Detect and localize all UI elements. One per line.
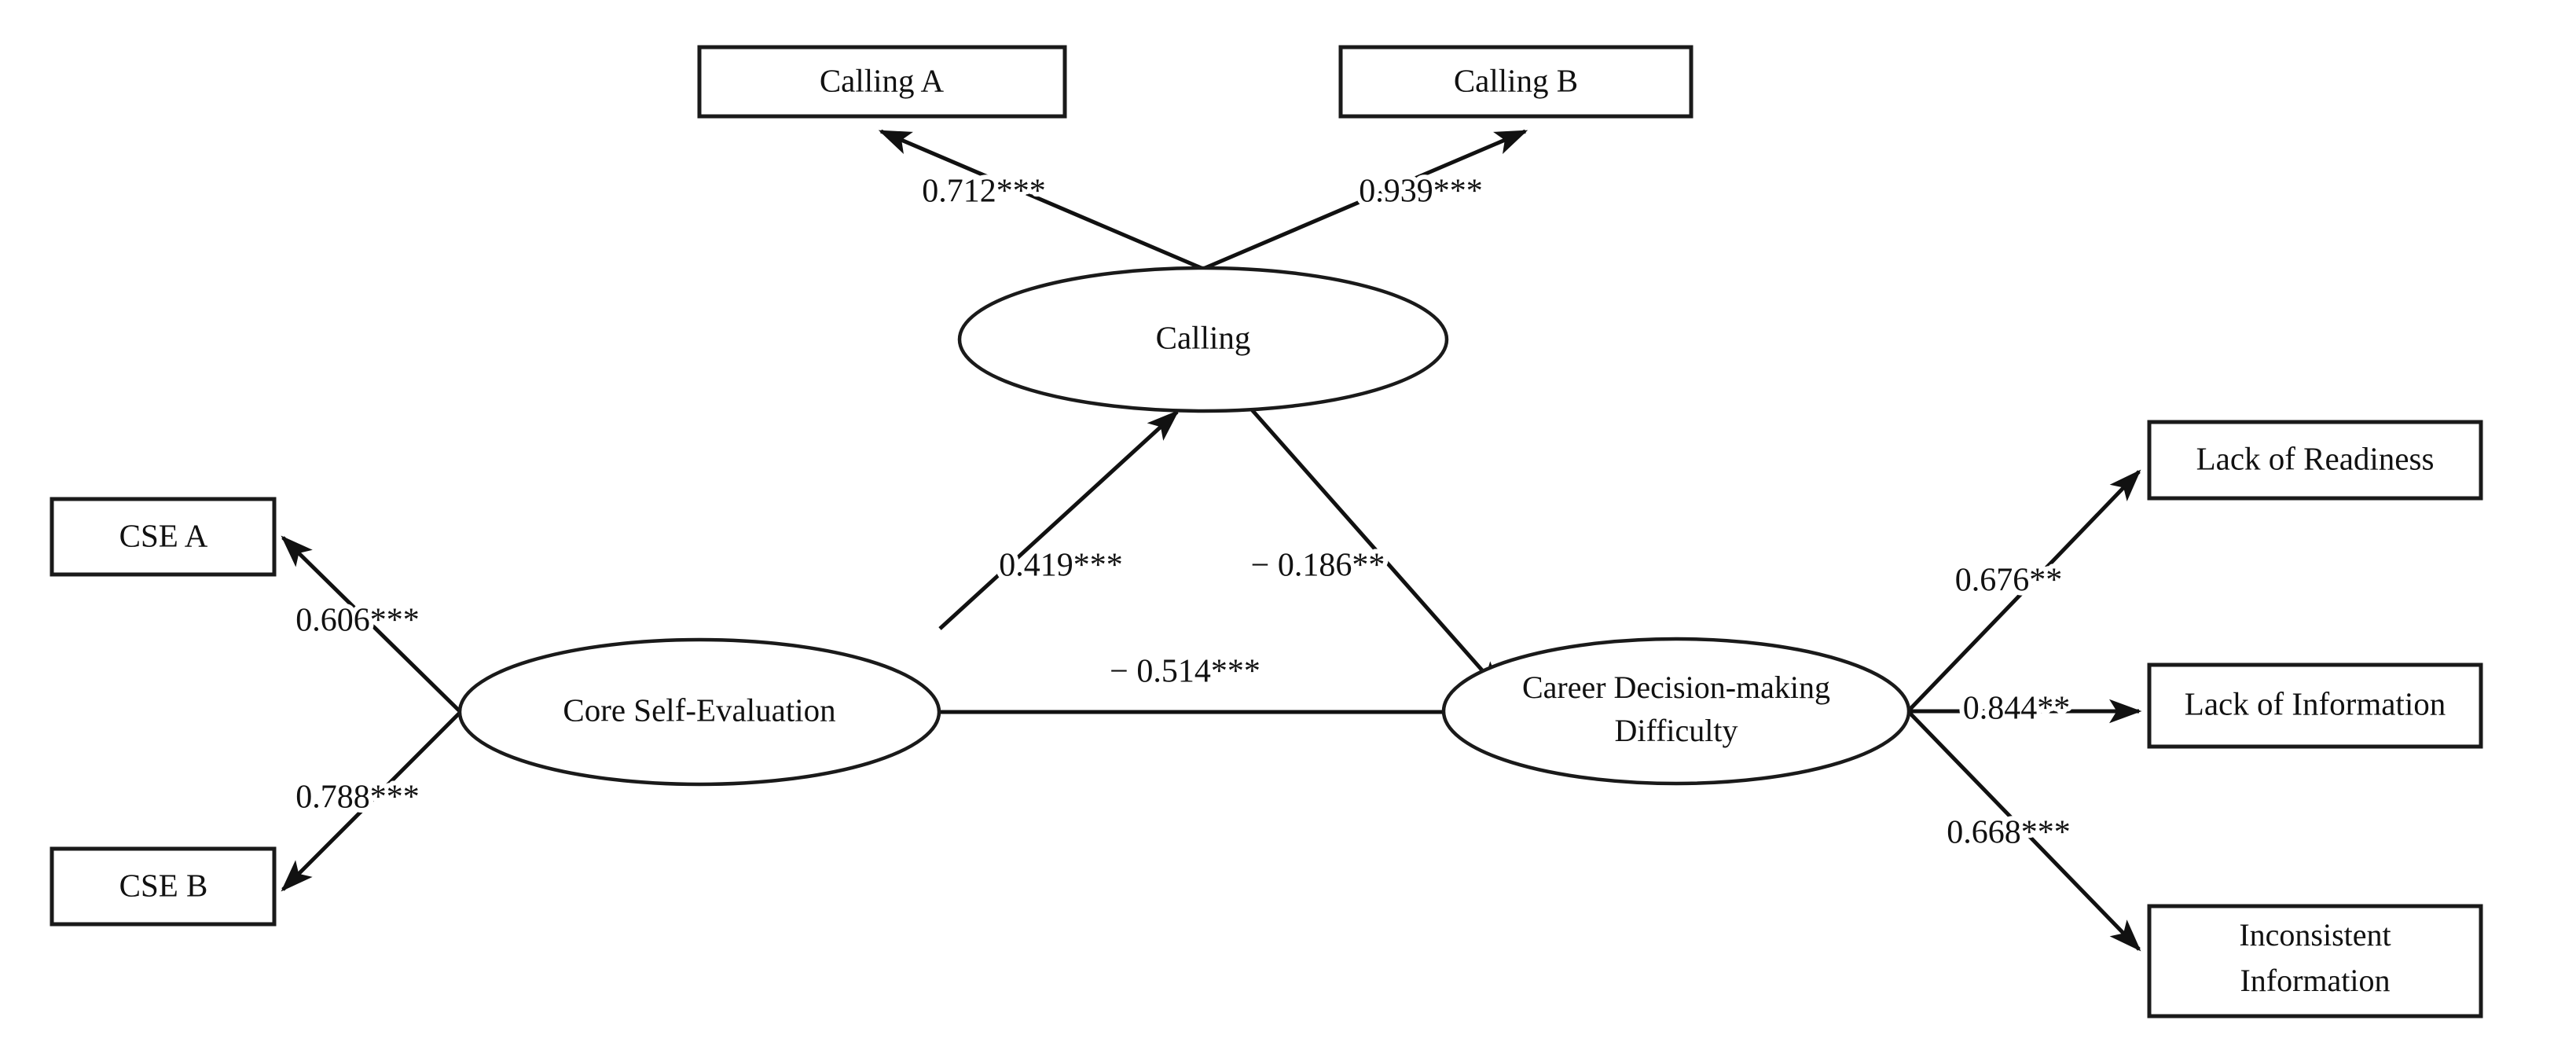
- path-line-cse-to-calling: [938, 409, 1180, 630]
- node-core-self-evaluation[interactable]: Core Self-Evaluation: [457, 637, 941, 787]
- node-core-self-evaluation-label: Core Self-Evaluation: [563, 692, 835, 728]
- coef-cse-to-cdmd-text: − 0.514***: [1110, 654, 1260, 690]
- path-line-calling-to-calling-a: [878, 129, 1204, 271]
- coef-calling-to-calling-b: 0.939*** 0.939***: [1354, 169, 1488, 215]
- node-calling-latent-label: Calling: [1156, 319, 1251, 355]
- coef-calling-to-calling-b-text: 0.939***: [1359, 174, 1483, 210]
- path-line-cdmd-to-lack-readiness: [1906, 469, 2141, 713]
- node-inconsistent-information[interactable]: Inconsistent Information: [2147, 904, 2483, 1018]
- svg-text:0.844**: 0.844**: [1963, 691, 2071, 727]
- svg-text:0.668***: 0.668***: [1947, 815, 2071, 851]
- coef-cdmd-to-inconsistent-information-text: 0.668***: [1947, 815, 2071, 851]
- coef-cse-to-cse-a: 0.606*** 0.606***: [291, 598, 424, 644]
- svg-text:0.788***: 0.788***: [295, 780, 420, 816]
- coef-cse-to-calling: 0.419*** 0.419***: [994, 543, 1128, 589]
- node-cse-b[interactable]: CSE B: [50, 846, 277, 927]
- node-lack-of-information-label: Lack of Information: [2185, 685, 2446, 721]
- path-line-calling-to-calling-b: [1202, 129, 1528, 271]
- coef-cse-to-calling-text: 0.419***: [999, 548, 1123, 584]
- coef-cdmd-to-lack-readiness-text: 0.676**: [1955, 563, 2063, 599]
- coef-cdmd-to-lack-information: 0.844** 0.844**: [1958, 686, 2075, 732]
- svg-text:0.606***: 0.606***: [295, 603, 420, 639]
- node-lack-of-readiness-label: Lack of Readiness: [2196, 440, 2435, 476]
- node-calling-b[interactable]: Calling B: [1338, 45, 1693, 119]
- coef-calling-to-cdmd: − 0.186** − 0.186**: [1246, 543, 1390, 589]
- svg-text:0.712***: 0.712***: [922, 174, 1046, 210]
- node-cdmd-label-line2: Difficulty: [1614, 713, 1738, 748]
- coef-calling-to-calling-a: 0.712*** 0.712***: [917, 169, 1051, 215]
- node-cse-b-label: CSE B: [119, 867, 208, 903]
- node-inconsistent-information-label-line1: Inconsistent: [2239, 917, 2391, 952]
- svg-text:0.939***: 0.939***: [1359, 174, 1483, 210]
- node-cdmd-label-line1: Career Decision-making: [1522, 670, 1830, 705]
- node-calling-a-label: Calling A: [820, 62, 945, 98]
- path-line-cdmd-to-inconsistent-information: [1906, 710, 2141, 952]
- coef-calling-to-calling-a-text: 0.712***: [922, 174, 1046, 210]
- path-line-calling-to-cdmd: [1248, 406, 1503, 694]
- path-line-cse-to-cse-b: [281, 710, 462, 892]
- node-calling-b-label: Calling B: [1454, 62, 1578, 98]
- coef-cdmd-to-lack-information-text: 0.844**: [1963, 691, 2071, 727]
- coef-cse-to-cse-b: 0.788*** 0.788***: [291, 775, 424, 820]
- coef-cse-to-cse-b-text: 0.788***: [295, 780, 420, 816]
- svg-text:0.676**: 0.676**: [1955, 563, 2063, 599]
- svg-text:0.419***: 0.419***: [999, 548, 1123, 584]
- svg-text:− 0.186**: − 0.186**: [1251, 548, 1385, 584]
- path-line-cse-to-cse-a: [281, 535, 462, 714]
- node-calling-a[interactable]: Calling A: [697, 45, 1067, 119]
- node-lack-of-information[interactable]: Lack of Information: [2147, 662, 2483, 749]
- node-career-decision-making-difficulty[interactable]: Career Decision-making Difficulty: [1441, 637, 1911, 786]
- node-cse-a[interactable]: CSE A: [50, 497, 277, 577]
- coef-cse-to-cse-a-text: 0.606***: [295, 603, 420, 639]
- node-lack-of-readiness[interactable]: Lack of Readiness: [2147, 420, 2483, 501]
- coef-cse-to-cdmd: − 0.514*** − 0.514***: [1105, 649, 1265, 695]
- svg-text:− 0.514***: − 0.514***: [1110, 654, 1260, 690]
- coef-cdmd-to-inconsistent-information: 0.668*** 0.668***: [1942, 810, 2075, 856]
- coef-calling-to-cdmd-text: − 0.186**: [1251, 548, 1385, 584]
- node-inconsistent-information-label-line2: Information: [2240, 963, 2390, 998]
- node-cse-a-label: CSE A: [119, 517, 208, 553]
- node-calling-latent[interactable]: Calling: [957, 266, 1449, 413]
- coef-cdmd-to-lack-readiness: 0.676** 0.676**: [1950, 558, 2068, 604]
